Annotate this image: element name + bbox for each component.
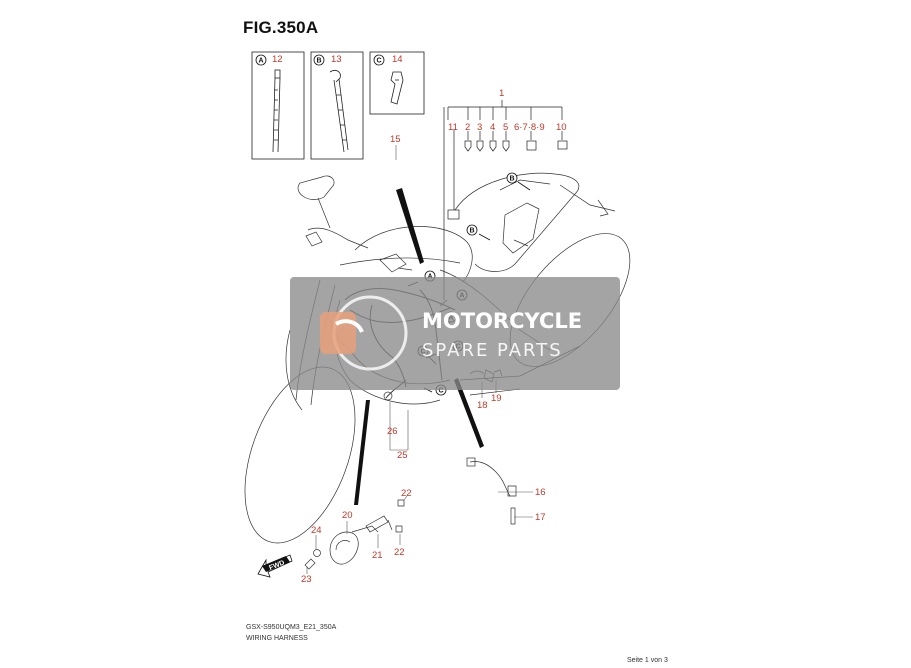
callout-5: 5 <box>503 122 508 133</box>
watermark: MOTORCYCLE SPARE PARTS <box>290 277 620 390</box>
callout-24: 24 <box>311 525 322 536</box>
callout-10: 10 <box>556 122 567 133</box>
callout-23: 23 <box>301 574 312 585</box>
callout-11: 11 <box>448 122 458 133</box>
clip-icon <box>390 71 404 105</box>
connector-group <box>443 100 568 300</box>
callout-15: 15 <box>390 134 401 145</box>
callout-13: 13 <box>331 54 342 65</box>
detail-box-b[interactable]: B 13 <box>310 51 364 160</box>
leader-lines <box>306 145 533 574</box>
callout-2: 2 <box>465 122 470 133</box>
callout-25: 25 <box>397 450 408 461</box>
callout-17: 17 <box>535 512 546 523</box>
callout-22-upper: 22 <box>401 488 412 499</box>
callout-20: 20 <box>342 510 353 521</box>
callout-6789: 6·7·8·9 <box>514 122 545 133</box>
drawing-description: WIRING HARNESS <box>246 635 308 642</box>
callout-21: 21 <box>372 550 383 561</box>
callout-4: 4 <box>490 122 495 133</box>
detail-box-letter: A <box>259 58 264 65</box>
marker-b2: B <box>466 224 478 236</box>
callout-14: 14 <box>392 54 403 65</box>
drawing-code: GSX-S950UQM3_E21_350A <box>246 624 337 631</box>
svg-text:C: C <box>439 388 444 395</box>
svg-text:B: B <box>510 176 515 183</box>
detail-box-letter: C <box>377 58 382 65</box>
cable-tie-icon <box>272 69 281 153</box>
callout-1: 1 <box>499 88 504 99</box>
watermark-line1: MOTORCYCLE <box>422 309 582 333</box>
callout-18: 18 <box>477 400 488 411</box>
detail-box-a[interactable]: A 12 <box>251 51 305 160</box>
callout-16: 16 <box>535 487 546 498</box>
callout-22-lower: 22 <box>394 547 405 558</box>
callout-12: 12 <box>272 54 283 65</box>
marker-b1: B <box>506 172 518 184</box>
callout-3: 3 <box>477 122 482 133</box>
figure-title: FIG.350A <box>243 18 319 37</box>
detail-box-c[interactable]: C 14 <box>369 51 425 115</box>
svg-text:B: B <box>470 228 475 235</box>
callout-19: 19 <box>491 393 502 404</box>
clamp-tie-icon <box>329 70 349 153</box>
watermark-logo-icon <box>320 295 408 371</box>
callout-26: 26 <box>387 426 398 437</box>
fwd-arrow-icon: FWD <box>257 554 293 578</box>
detail-box-letter: B <box>317 58 322 65</box>
watermark-line2: SPARE PARTS <box>422 340 563 361</box>
fwd-label: FWD <box>268 559 285 571</box>
page-indicator: Seite 1 von 3 <box>627 657 668 664</box>
pointer-wedges <box>354 188 484 505</box>
